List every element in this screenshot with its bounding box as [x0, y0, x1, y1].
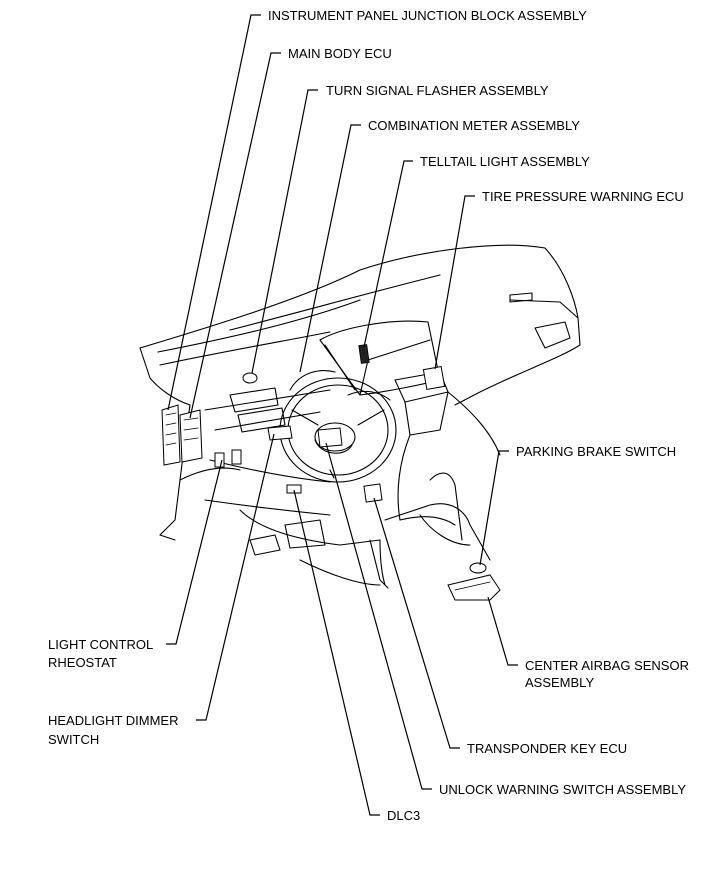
junction-block-shape	[161, 404, 181, 466]
tire-pressure-ecu-shape	[422, 366, 446, 390]
callout-labels: INSTRUMENT PANEL JUNCTION BLOCK ASSEMBLY…	[48, 8, 689, 823]
leader-combination-meter	[299, 124, 361, 373]
leader-headlight-dimmer	[196, 433, 275, 721]
parking-brake-switch-shape	[469, 562, 487, 574]
leader-lines	[166, 14, 518, 816]
label-combination-meter: COMBINATION METER ASSEMBLY	[368, 118, 580, 133]
unlock-warning-switch-shape	[317, 427, 343, 448]
label-dlc3: DLC3	[387, 808, 420, 823]
label-center-airbag-line1: CENTER AIRBAG SENSOR	[525, 658, 689, 673]
dashboard-illustration	[139, 244, 581, 589]
dlc3-shape	[286, 484, 302, 494]
light-control-rheostat-shape	[214, 452, 225, 468]
label-unlock-warning-switch: UNLOCK WARNING SWITCH ASSEMBLY	[439, 782, 686, 797]
center-airbag-sensor-shape	[447, 574, 501, 601]
label-instrument-panel-junction-block: INSTRUMENT PANEL JUNCTION BLOCK ASSEMBLY	[268, 8, 587, 23]
label-turn-signal-flasher: TURN SIGNAL FLASHER ASSEMBLY	[326, 83, 549, 98]
leader-light-control	[166, 459, 223, 645]
label-light-control-line2: RHEOSTAT	[48, 655, 117, 670]
main-body-ecu-shape	[179, 409, 203, 463]
component-shapes	[161, 344, 501, 601]
steering-wheel	[279, 370, 397, 483]
label-center-airbag-line2: ASSEMBLY	[525, 675, 594, 690]
leader-dlc3	[293, 489, 380, 816]
headlight-dimmer-switch-shape	[267, 425, 293, 441]
leader-parking-brake	[479, 450, 509, 566]
leader-ipjb	[167, 14, 261, 411]
label-parking-brake-switch: PARKING BRAKE SWITCH	[516, 444, 676, 459]
leader-telltail	[363, 160, 413, 348]
turn-signal-flasher-shape	[242, 372, 258, 384]
transponder-key-ecu-shape	[363, 483, 383, 503]
leader-turn-signal	[251, 89, 318, 374]
label-main-body-ecu: MAIN BODY ECU	[288, 46, 392, 61]
leader-main-body-ecu	[189, 52, 281, 419]
leader-transponder	[373, 497, 460, 749]
telltail-light-shape	[358, 344, 370, 364]
label-tire-pressure-warning-ecu: TIRE PRESSURE WARNING ECU	[482, 189, 684, 204]
label-telltail-light: TELLTAIL LIGHT ASSEMBLY	[420, 154, 590, 169]
leader-unlock-warning	[325, 442, 432, 790]
label-light-control-line1: LIGHT CONTROL	[48, 637, 153, 652]
label-headlight-dimmer-line1: HEADLIGHT DIMMER	[48, 713, 179, 728]
leader-center-airbag	[487, 596, 518, 666]
label-headlight-dimmer-line2: SWITCH	[48, 732, 99, 747]
label-transponder-key-ecu: TRANSPONDER KEY ECU	[467, 741, 627, 756]
leader-tire-pressure	[434, 195, 475, 370]
